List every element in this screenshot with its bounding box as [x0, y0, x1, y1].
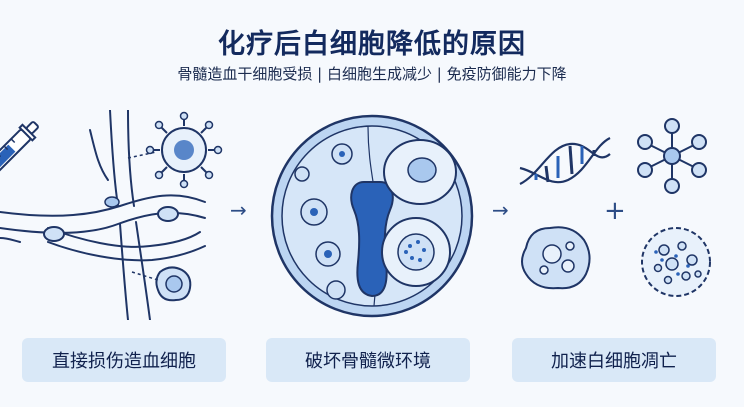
panel-apoptosis-illustration — [519, 118, 711, 297]
marrow-cell-icon — [383, 139, 457, 205]
dna-helix-icon — [519, 137, 611, 185]
cause-label-direct-damage: 直接损伤造血细胞 — [22, 338, 226, 382]
page-title: 化疗后白细胞降低的原因 — [218, 29, 526, 60]
small-cell-icon — [294, 166, 310, 182]
fragmented-cell-icon — [641, 227, 711, 297]
plus-symbol: + — [604, 196, 626, 226]
panel-marrow-illustration — [270, 114, 474, 318]
flow-arrow: → — [492, 198, 509, 222]
cause-label-apoptosis: 加速白细胞凋亡 — [512, 338, 716, 382]
red-cell-icon — [43, 226, 65, 242]
cause-label-microenvironment: 破坏骨髓微环境 — [266, 338, 470, 382]
red-cell-icon — [157, 206, 179, 222]
molecule-icon — [637, 118, 707, 194]
small-cell-icon — [326, 280, 346, 300]
flow-arrow: → — [230, 198, 247, 222]
panel-vessel-illustration — [0, 110, 223, 320]
damaged-cell-icon — [155, 266, 192, 302]
apoptotic-cell-icon — [521, 226, 591, 290]
marrow-cell-icon — [381, 217, 451, 287]
central-vessel-icon — [350, 181, 394, 298]
syringe-icon — [0, 121, 39, 176]
page-subtitle: 骨髓造血干细胞受损 | 白细胞生成减少 | 免疫防御能力下降 — [177, 65, 567, 83]
virus-cell-icon — [145, 111, 223, 189]
